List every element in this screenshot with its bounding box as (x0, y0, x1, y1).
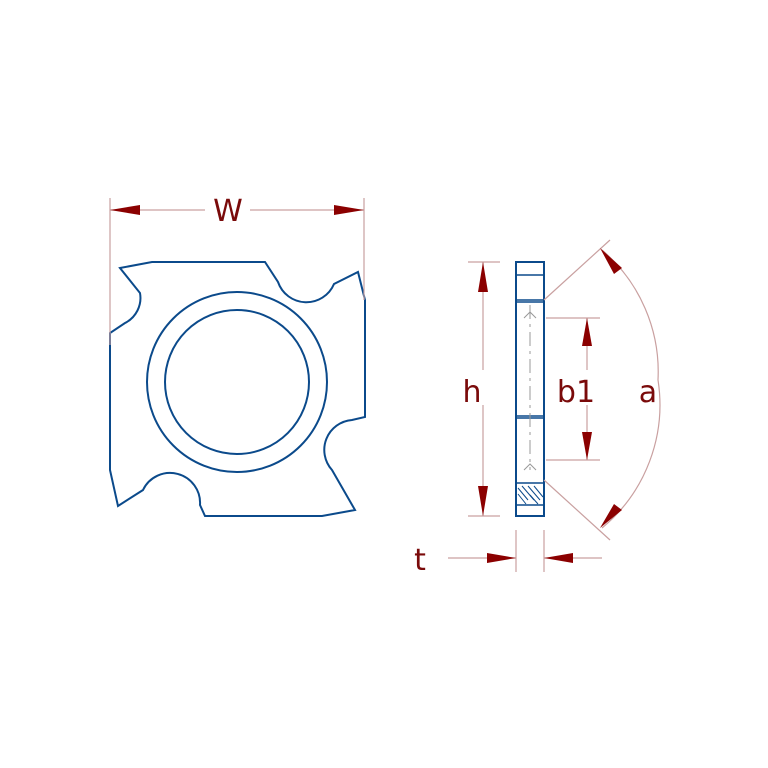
angle-dimension: a (543, 239, 661, 541)
insert-center-hole (164, 309, 310, 455)
angle-arc (601, 249, 661, 529)
thickness-arrow-right (544, 553, 573, 563)
height-label: h (462, 375, 481, 410)
side-hatching (517, 485, 544, 505)
angle-label: a (639, 375, 657, 410)
insert-outline (109, 261, 366, 517)
width-dimension: W (109, 194, 365, 345)
thickness-label: t (414, 543, 426, 578)
insert-front-view (109, 261, 366, 517)
insert-outer-ring (146, 291, 328, 473)
thickness-dimension: t (414, 530, 602, 578)
thickness-arrow-left (487, 553, 516, 563)
width-arrow-right (334, 205, 364, 215)
b1-dimension: b1 (546, 317, 600, 461)
width-label: W (213, 194, 243, 229)
angle-arrow-top (600, 248, 622, 274)
height-arrow-top (478, 262, 488, 292)
height-dimension: h (462, 261, 500, 517)
angle-arrow-bottom (600, 504, 622, 528)
b1-label: b1 (557, 375, 595, 410)
width-arrow-left (110, 205, 140, 215)
b1-arrow-top (582, 318, 592, 346)
height-arrow-bottom (478, 486, 488, 516)
insert-side-view (515, 261, 545, 517)
side-outline (515, 261, 545, 517)
b1-arrow-bottom (582, 432, 592, 460)
